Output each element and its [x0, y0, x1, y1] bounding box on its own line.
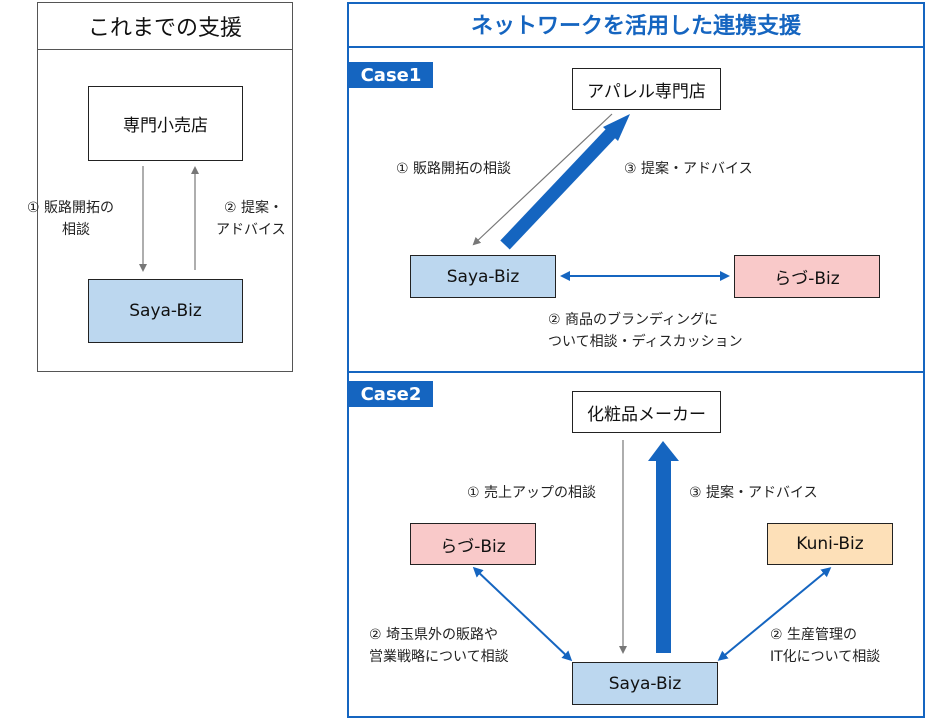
box-saya-biz-case1: Saya-Biz: [410, 255, 556, 298]
label-case2-saitama-line1: ② 埼玉県外の販路や: [369, 627, 499, 643]
box-saya-biz-left: Saya-Biz: [88, 279, 243, 343]
arrow-case2-saitama: [472, 566, 573, 662]
label-case1-advice: ③ 提案・アドバイス: [624, 161, 753, 177]
box-specialty-store: 専門小売店: [88, 86, 243, 161]
arrow-case1-consult: [472, 113, 613, 246]
arrow-case2-advice-shaft: [656, 460, 671, 653]
box-ragu-biz-case2: らづ-Biz: [410, 523, 536, 565]
label-case1-branding-line2: ついて相談・ディスカッション: [548, 334, 743, 350]
label-left-consult-line2: 相談: [62, 222, 90, 238]
right-panel: [347, 2, 925, 718]
arrow-case1-advice-head: [603, 114, 630, 141]
box-cosmetics-maker: 化粧品メーカー: [572, 391, 721, 433]
box-saya-biz-case2: Saya-Biz: [572, 662, 718, 705]
label-case2-sales: ① 売上アップの相談: [467, 485, 597, 501]
case-separator: [347, 371, 925, 373]
label-left-advice-line1: ② 提案・: [224, 200, 284, 216]
label-case1-branding: ② 商品のブランディングに ついて相談・ディスカッション: [548, 309, 743, 353]
arrow-case2-advice-head: [648, 441, 679, 461]
label-left-advice: ② 提案・ アドバイス: [216, 197, 286, 241]
box-apparel-store: アパレル専門店: [572, 68, 721, 110]
label-case1-consult: ① 販路開拓の相談: [396, 161, 512, 177]
label-case1-branding-line1: ② 商品のブランディングに: [548, 312, 719, 328]
case2-tag: Case2: [349, 381, 433, 407]
left-panel: [37, 2, 293, 372]
label-left-advice-line2: アドバイス: [216, 222, 286, 238]
box-ragu-biz-case1: らづ-Biz: [734, 255, 880, 298]
box-kuni-biz: Kuni-Biz: [767, 523, 893, 565]
arrow-case2-production: [717, 567, 832, 661]
left-panel-title: これまでの支援: [37, 2, 293, 50]
label-case2-advice: ③ 提案・アドバイス: [689, 485, 818, 501]
label-left-consult: ① 販路開拓の 相談: [8, 197, 114, 241]
label-left-consult-line1: ① 販路開拓の: [26, 200, 114, 216]
arrow-case1-advice-shaft: [500, 127, 617, 250]
case1-tag: Case1: [349, 62, 433, 88]
right-panel-title: ネットワークを活用した連携支援: [347, 2, 925, 48]
